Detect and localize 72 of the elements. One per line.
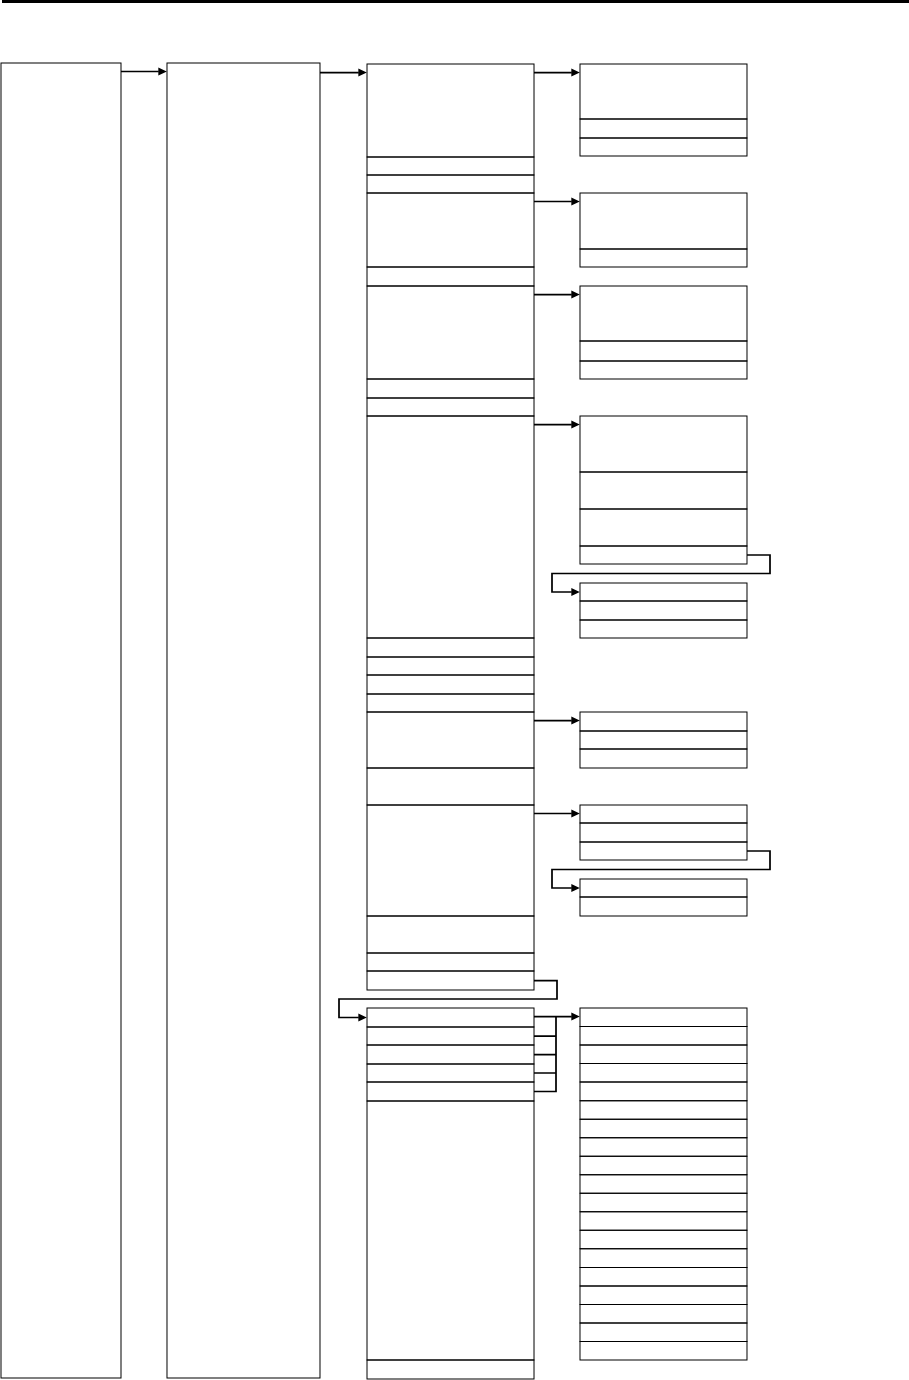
empty-box xyxy=(366,674,535,695)
empty-box xyxy=(366,804,535,917)
empty-box xyxy=(366,174,535,194)
empty-box xyxy=(579,1155,748,1176)
empty-box xyxy=(579,1285,748,1305)
elbow-arrow xyxy=(551,554,771,596)
empty-box xyxy=(579,878,748,898)
empty-box xyxy=(579,1174,748,1194)
empty-box xyxy=(579,285,748,342)
empty-box xyxy=(579,1248,748,1268)
empty-box xyxy=(579,471,748,510)
empty-box xyxy=(579,804,748,824)
empty-box xyxy=(579,1211,748,1231)
empty-box xyxy=(366,285,535,380)
empty-box xyxy=(579,711,748,732)
empty-box xyxy=(579,340,748,362)
empty-box xyxy=(579,545,748,565)
empty-box xyxy=(579,1081,748,1102)
empty-box xyxy=(366,1044,535,1065)
empty-box xyxy=(579,248,748,268)
empty-box xyxy=(366,970,535,991)
empty-box xyxy=(366,767,535,806)
empty-box xyxy=(579,415,748,473)
empty-box xyxy=(579,730,748,750)
empty-box xyxy=(579,1341,748,1361)
empty-box xyxy=(579,619,748,639)
empty-box xyxy=(579,1303,748,1324)
empty-box xyxy=(366,1100,535,1361)
empty-box xyxy=(579,1044,748,1065)
empty-box xyxy=(579,1192,748,1213)
empty-box xyxy=(366,192,535,268)
empty-box xyxy=(579,582,748,602)
empty-box xyxy=(579,1100,748,1120)
empty-box xyxy=(579,192,748,250)
empty-box xyxy=(366,1063,535,1083)
empty-box xyxy=(366,711,535,769)
empty-box xyxy=(366,1081,535,1102)
empty-box xyxy=(579,1007,748,1028)
empty-box xyxy=(366,1007,535,1028)
empty-box xyxy=(366,266,535,287)
empty-box xyxy=(366,397,535,417)
empty-box xyxy=(579,1118,748,1139)
empty-box xyxy=(579,63,748,120)
empty-box xyxy=(366,156,535,176)
empty-box xyxy=(579,1229,748,1250)
elbow-arrow xyxy=(551,850,771,892)
empty-box xyxy=(366,952,535,972)
empty-box xyxy=(579,1322,748,1342)
empty-box xyxy=(579,1063,748,1083)
empty-box xyxy=(579,1266,748,1287)
empty-box xyxy=(579,508,748,547)
empty-box xyxy=(366,63,535,158)
empty-box xyxy=(366,693,535,713)
empty-box xyxy=(366,1026,535,1046)
empty-box xyxy=(0,62,122,1379)
empty-box xyxy=(366,1359,535,1380)
empty-box xyxy=(579,600,748,621)
empty-box xyxy=(579,118,748,139)
empty-box xyxy=(366,378,535,399)
empty-box xyxy=(366,415,535,639)
empty-box xyxy=(579,841,748,861)
empty-box xyxy=(579,360,748,380)
empty-box xyxy=(579,896,748,917)
empty-box xyxy=(579,822,748,843)
empty-box xyxy=(579,748,748,769)
empty-box xyxy=(366,637,535,658)
empty-box xyxy=(366,656,535,676)
empty-box xyxy=(579,1026,748,1046)
empty-box xyxy=(579,137,748,157)
empty-box xyxy=(366,915,535,954)
empty-box xyxy=(166,62,321,1379)
empty-box xyxy=(579,1137,748,1157)
